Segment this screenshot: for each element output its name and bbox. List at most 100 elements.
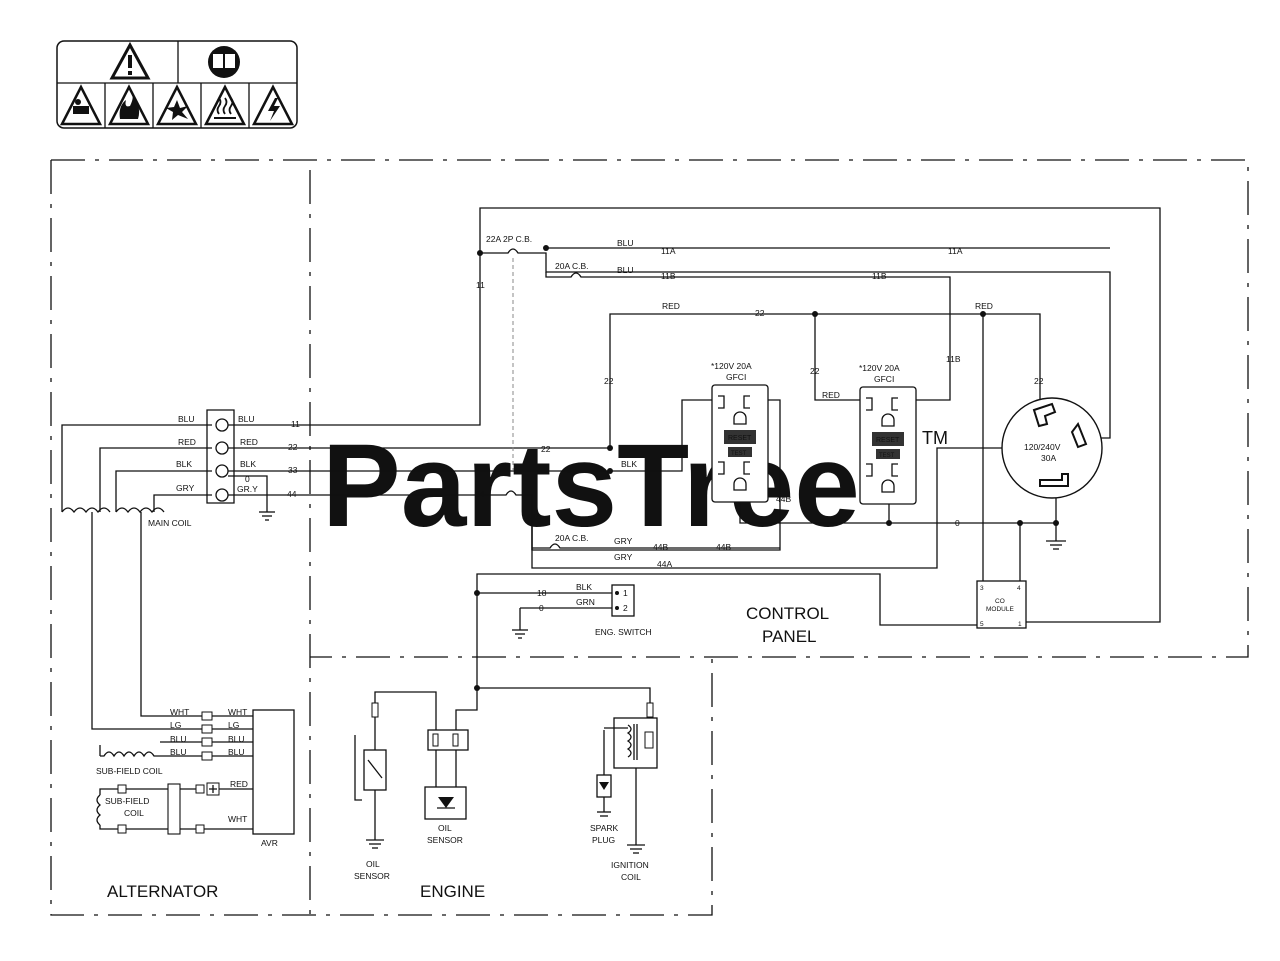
control-panel-title-line1: CONTROL	[746, 604, 829, 623]
wire-0-label: 0	[955, 518, 960, 528]
avr-red-label: RED	[230, 779, 248, 789]
avr-left-blu: BLU	[170, 734, 187, 744]
wire-gry-44a-color: GRY	[614, 552, 633, 562]
engine-switch: 1 2 BLK GRN 18 0 ENG. SWITCH	[474, 582, 652, 639]
co-module-pin4: 4	[1017, 585, 1021, 592]
cb-20a-top-label: 20A C.B.	[555, 261, 589, 271]
wire-11b-label-1: 11B	[661, 271, 676, 281]
avr-left-wht: WHT	[170, 707, 189, 717]
cb-20a-bottom-label: 20A C.B.	[555, 533, 589, 543]
alternator-section-title: ALTERNATOR	[107, 882, 218, 901]
wire-44-label: 44	[287, 489, 297, 499]
explosion-icon	[155, 84, 199, 126]
wire-gry-44b-color: GRY	[614, 536, 633, 546]
watermark: PartsTree TM	[322, 420, 948, 552]
gfci-left: *120V 20A GFCI RESET TEST	[711, 361, 769, 503]
co-module-pin5: 5	[980, 621, 984, 628]
electric-shock-icon	[251, 84, 295, 126]
subfield-coil-2-line2: COIL	[124, 808, 144, 818]
eng-switch-wire-18: 18	[537, 588, 547, 598]
avr-right-blu: BLU	[228, 734, 245, 744]
main-coil-zero: 0	[245, 474, 250, 484]
gfci-left-rating: *120V 20A	[711, 361, 752, 371]
main-coil-color-blk: BLK	[176, 459, 192, 469]
warning-label	[56, 40, 298, 129]
main-coil-color-gry: GRY	[176, 483, 195, 493]
co-module-line1: CO	[995, 598, 1005, 605]
section-frames	[50, 159, 1249, 916]
toxic-fumes-icon	[59, 84, 103, 126]
red-22-wiring: RED 22 22 22 RED 22 RED	[604, 301, 1044, 585]
ignition-coil-line1: IGNITION	[611, 860, 649, 870]
avr-right-wht: WHT	[228, 707, 247, 717]
oil-sensor-1-line2: SENSOR	[354, 871, 390, 881]
read-manual-icon	[208, 46, 240, 78]
co-module-pin1: 1	[1018, 621, 1022, 628]
avr-left-blu2: BLU	[170, 747, 187, 757]
gfci-left-type: GFCI	[726, 372, 746, 382]
hot-surface-icon	[203, 84, 247, 126]
main-coil-right-gry: GR.Y	[237, 484, 258, 494]
wire-red-right-color: RED	[975, 301, 993, 311]
engine-wiring: OIL SENSOR OIL SENSOR SPARK PLUG IGNITIO…	[354, 685, 658, 882]
fire-icon	[107, 84, 151, 126]
wire-22-vertical-label: 22	[604, 376, 614, 386]
engine-section-title: ENGINE	[420, 882, 485, 901]
eng-switch-pin1: 1	[623, 588, 628, 598]
wire-44a-vertical-label: 44A	[526, 512, 541, 522]
main-coil-color-red: RED	[178, 437, 196, 447]
watermark-text: PartsTree	[322, 420, 860, 552]
wire-blu-11b-color: BLU	[617, 265, 634, 275]
avr-right-blu2: BLU	[228, 747, 245, 757]
wire-44b-vertical-label: 44B	[776, 494, 791, 504]
eng-switch-wire-0: 0	[539, 603, 544, 613]
wire-11-vertical-label: 11	[476, 280, 485, 290]
oil-sensor-1-line1: OIL	[366, 859, 380, 869]
wire-44a-label: 44A	[657, 559, 672, 569]
wire-22-label: 22	[288, 442, 298, 452]
main-coil-label: MAIN COIL	[148, 518, 192, 528]
breaker-wiring: 22A 2P C.B. 20A C.B. BLU BLU 11A 11A 11B…	[477, 234, 1111, 470]
wire-33b-label: 33	[567, 465, 577, 475]
gfci-right-rating: *120V 20A	[859, 363, 900, 373]
twistlock-amperage: 30A	[1041, 453, 1056, 463]
wire-11b-vertical-label: 11B	[946, 354, 961, 364]
spark-plug-line1: SPARK	[590, 823, 619, 833]
wire-red-top-color: RED	[662, 301, 680, 311]
neutral-0-wiring: 0	[739, 490, 1066, 585]
warning-triangle-icon	[109, 41, 151, 80]
gfci-left-test: TEST	[731, 451, 747, 457]
avr-label: AVR	[261, 838, 278, 848]
wire-22-mid-label: 22	[810, 366, 820, 376]
avr-wht-label: WHT	[228, 814, 247, 824]
main-coil-right-red: RED	[240, 437, 258, 447]
wire-44b-label-1: 44B	[653, 542, 668, 552]
wire-11a-label-2: 11A	[948, 246, 963, 256]
wire-33-label: 33	[288, 465, 298, 475]
eng-switch-label: ENG. SWITCH	[595, 627, 652, 637]
wire-red-gfci-color: RED	[822, 390, 840, 400]
gfci-right-type: GFCI	[874, 374, 894, 384]
wire-44b-label-2: 44B	[716, 542, 731, 552]
main-coil-right-blu: BLU	[238, 414, 255, 424]
watermark-tm: TM	[922, 428, 948, 448]
twistlock-receptacle: 120/240V 30A	[1001, 397, 1103, 499]
wire-44b-label: 44	[475, 489, 485, 499]
gfci-right-test: TEST	[879, 453, 895, 459]
eng-switch-wire-blk: BLK	[576, 582, 592, 592]
main-coil: MAIN COIL BLU RED BLK GRY BLU RED BLK GR…	[61, 409, 275, 528]
wire-22-top-label: 22	[755, 308, 765, 318]
gfci-right: *120V 20A GFCI RESET TEST	[859, 363, 917, 523]
main-coil-color-blu: BLU	[178, 414, 195, 424]
gfci-left-reset: RESET	[728, 435, 752, 442]
avr-right-lg: LG	[228, 720, 239, 730]
avr-left-lg: LG	[170, 720, 181, 730]
co-module: CO MODULE 3 4 5 1	[476, 573, 1027, 688]
eng-switch-wire-grn: GRN	[576, 597, 595, 607]
subfield-coil-2-line1: SUB-FIELD	[105, 796, 149, 806]
wire-blk-33-color: BLK	[621, 459, 637, 469]
cb-22a-2p-label: 22A 2P C.B.	[486, 234, 532, 244]
eng-switch-pin2: 2	[623, 603, 628, 613]
wire-11b-label-2: 11B	[872, 271, 887, 281]
wire-22-right-label: 22	[1034, 376, 1044, 386]
